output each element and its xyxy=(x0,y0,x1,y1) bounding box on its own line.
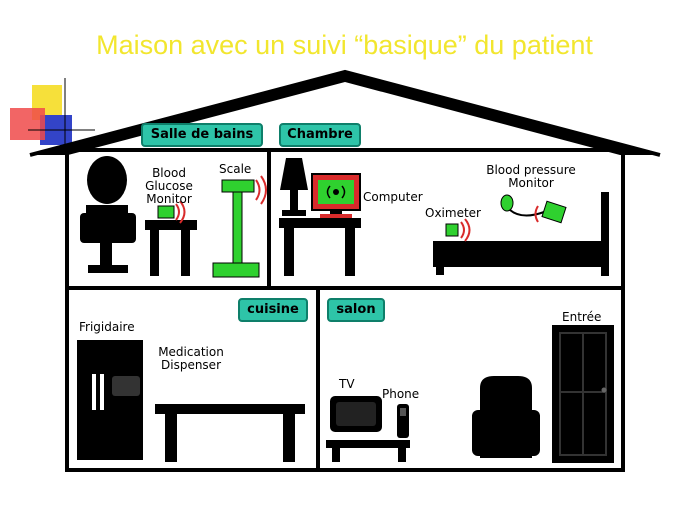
label-oximeter: Oximeter xyxy=(425,206,481,220)
label-glucose-monitor: Blood Glucose Monitor xyxy=(140,167,198,206)
label-bp-line1: Blood pressure xyxy=(486,163,576,177)
lamp xyxy=(280,158,308,216)
label-med-line1: Medication xyxy=(158,345,224,359)
label-tv: TV xyxy=(339,377,355,391)
label-entry: Entrée xyxy=(562,310,602,324)
label-blood-pressure-monitor: Blood pressure Monitor xyxy=(475,164,587,190)
kitchen-table xyxy=(155,404,305,462)
phone-icon xyxy=(397,404,409,438)
armchair xyxy=(472,376,540,458)
glucose-monitor-icon xyxy=(157,200,186,224)
fridge xyxy=(77,340,143,460)
room-tag-kitchen: cuisine xyxy=(238,298,308,322)
blood-pressure-monitor-icon xyxy=(500,194,567,224)
desk xyxy=(279,218,361,276)
scale-icon xyxy=(212,175,267,278)
bathroom-sink xyxy=(80,156,136,273)
room-tag-bedroom: Chambre xyxy=(279,123,361,147)
tv xyxy=(326,396,410,462)
label-phone: Phone xyxy=(382,387,420,401)
label-glucose-line3: Monitor xyxy=(146,192,192,206)
oximeter-icon xyxy=(445,218,471,242)
decorative-logo xyxy=(10,78,95,150)
label-med-line2: Dispenser xyxy=(161,358,221,372)
label-scale: Scale xyxy=(219,162,252,176)
computer-icon xyxy=(311,173,361,218)
entry-door xyxy=(552,325,614,463)
roof xyxy=(30,72,660,155)
label-medication-dispenser: Medication Dispenser xyxy=(152,346,230,372)
label-glucose-line2: Glucose xyxy=(145,179,193,193)
room-tag-bathroom: Salle de bains xyxy=(141,123,263,147)
label-bp-line2: Monitor xyxy=(508,176,554,190)
house-outline xyxy=(65,148,625,472)
label-glucose-line1: Blood xyxy=(152,166,186,180)
bed xyxy=(433,192,609,276)
glucose-table xyxy=(145,220,197,276)
label-fridge: Frigidaire xyxy=(79,320,135,334)
label-computer: Computer xyxy=(363,190,423,204)
page-title: Maison avec un suivi “basique” du patien… xyxy=(96,30,593,60)
room-tag-living: salon xyxy=(327,298,385,322)
